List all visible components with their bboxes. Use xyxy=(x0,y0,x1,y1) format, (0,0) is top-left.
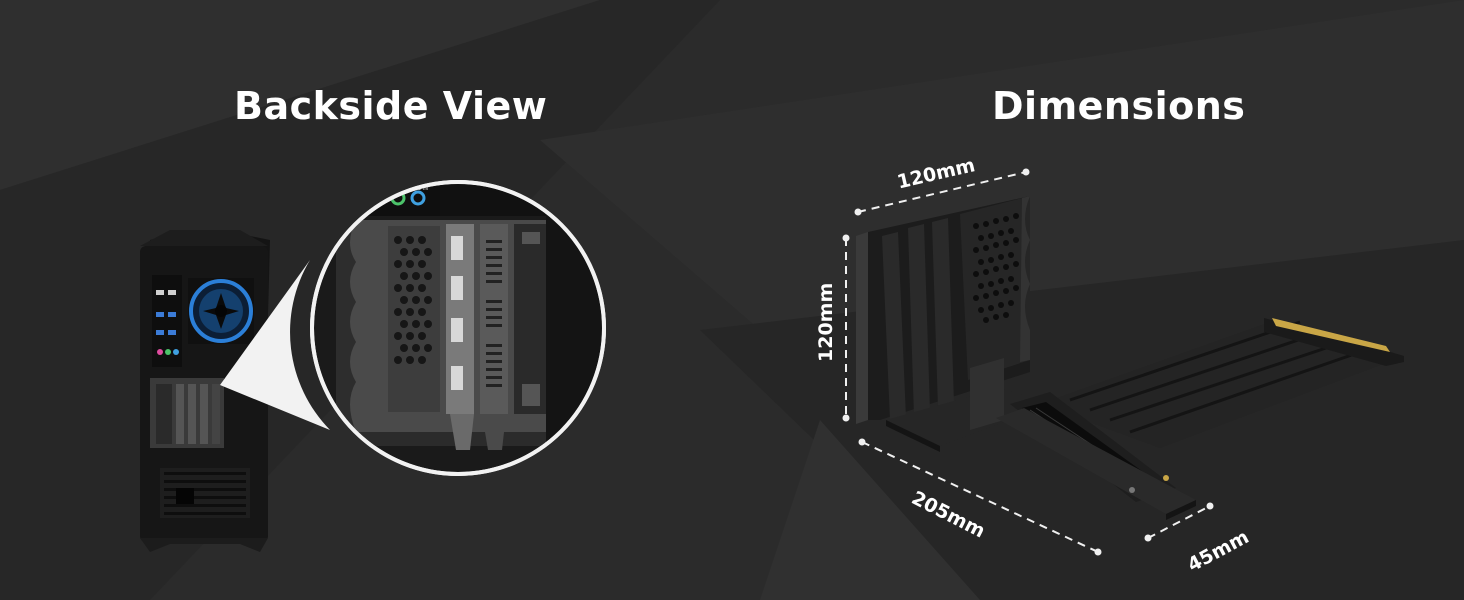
vertical-gpu-bracket xyxy=(856,196,1052,452)
backside-view-title: Backside View xyxy=(234,84,548,128)
dimensions-title: Dimensions xyxy=(992,84,1246,128)
pc-case xyxy=(140,230,270,552)
dimension-height: 120mm xyxy=(815,282,837,362)
riser-cable xyxy=(996,318,1404,520)
magnifier-callout xyxy=(220,260,330,430)
dimension-lines xyxy=(845,171,1211,553)
rear-fan xyxy=(188,278,254,344)
